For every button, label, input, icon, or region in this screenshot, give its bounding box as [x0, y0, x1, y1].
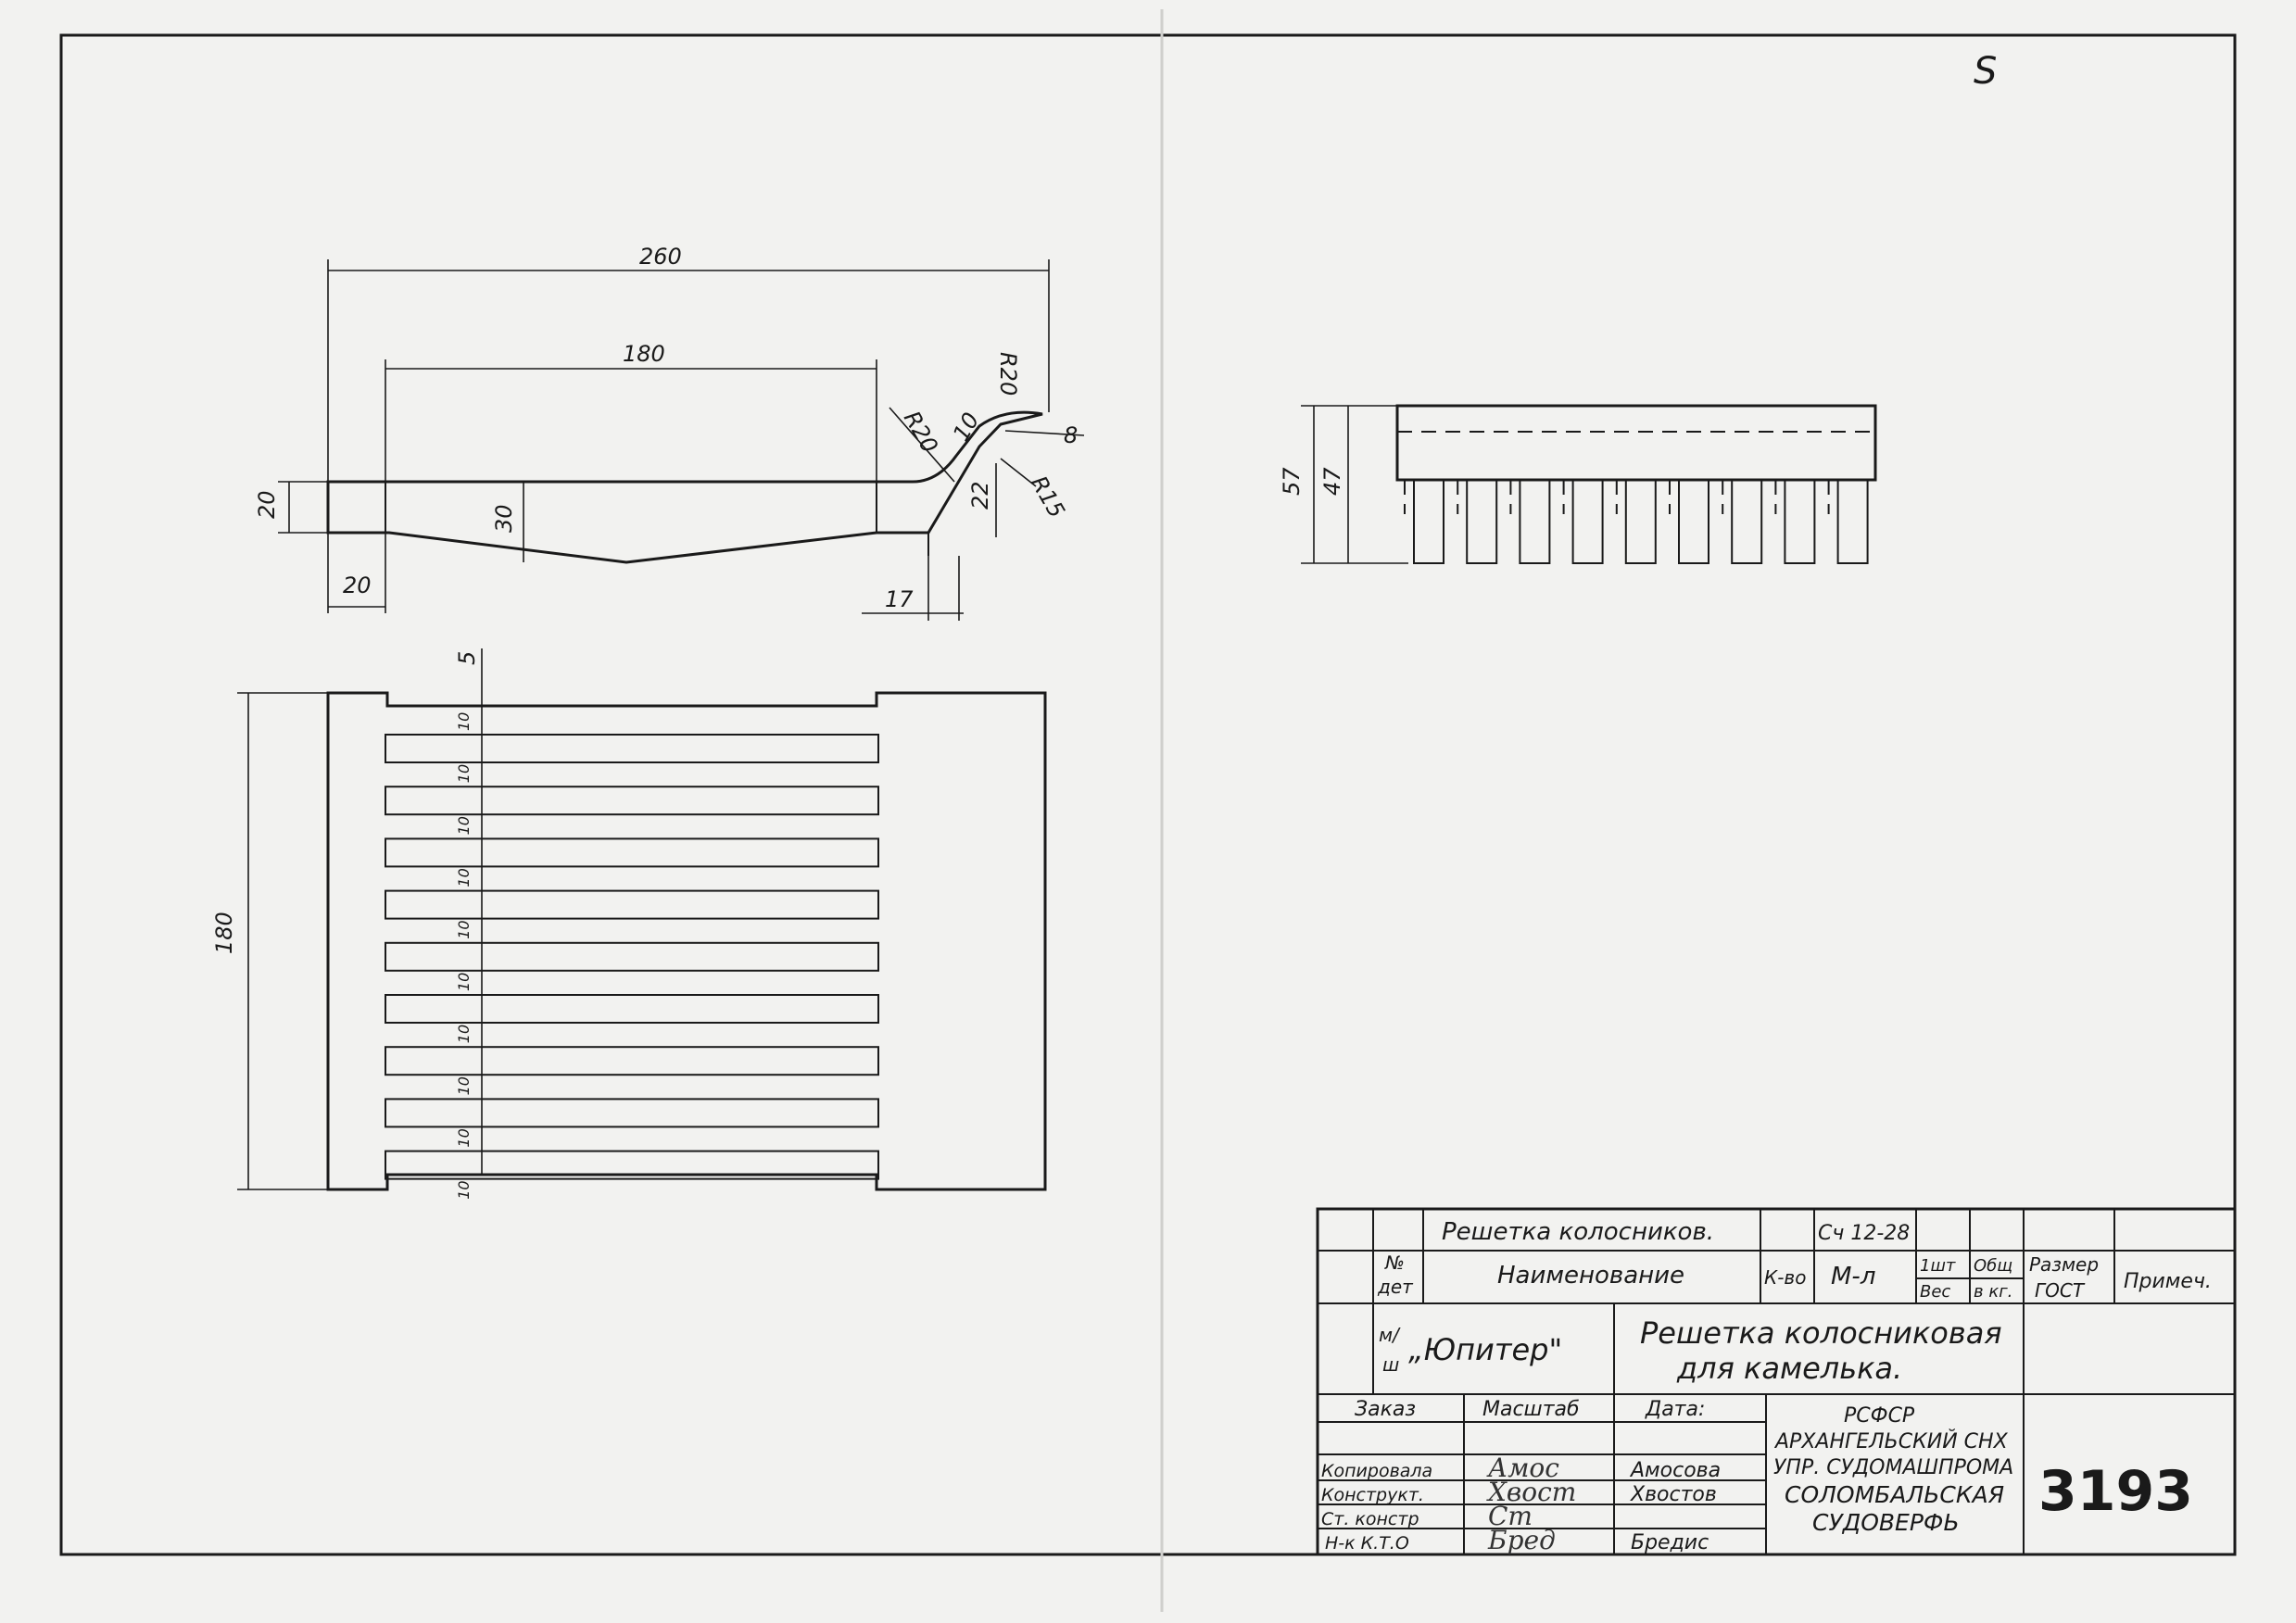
hdr-w2-top: Общ: [1974, 1256, 2012, 1276]
dim-r20-b: R20: [995, 352, 1021, 396]
name-copied: Амосова: [1629, 1459, 1721, 1482]
plan-view-gap-label: 10: [455, 1025, 473, 1043]
end-view-tooth: [1519, 479, 1551, 564]
plan-view-bar: [385, 1098, 879, 1128]
title-block: Решетка колосников. Сч 12-28 № дет Наиме…: [1316, 1207, 2237, 1556]
dim-180-top: 180: [623, 341, 665, 367]
sig-head: Бред: [1487, 1525, 1556, 1555]
role-copied: Копировала: [1321, 1461, 1432, 1481]
end-view-tooth: [1571, 479, 1604, 564]
hdr-w1-top: 1шт: [1920, 1256, 1956, 1276]
dim-r20-a: R20: [899, 407, 943, 458]
dim-8: 8: [1064, 422, 1078, 448]
plan-view-bar: [385, 1150, 879, 1180]
plan-view-bar: [385, 786, 879, 816]
end-view-tooth: [1678, 479, 1709, 564]
material: Сч 12-28: [1818, 1222, 1910, 1245]
dim-30: 30: [491, 504, 517, 533]
plan-view-gap-label: 10: [455, 764, 473, 783]
end-view-tooth: [1624, 479, 1657, 564]
dim-17: 17: [885, 586, 914, 612]
dim-260: 260: [639, 244, 682, 270]
ship-prefix-top: м/: [1379, 1324, 1401, 1346]
dim-57: 57: [1279, 467, 1305, 496]
sig-designer: Хвост: [1486, 1477, 1576, 1507]
plan-view-bar: [385, 734, 879, 763]
hdr-size-bot: ГОСТ: [2035, 1279, 2086, 1302]
end-view-tooth: [1413, 479, 1444, 564]
role-designer: Конструкт.: [1321, 1485, 1424, 1505]
corner-mark: S: [1974, 50, 1997, 93]
plan-view-gap-label: 10: [455, 973, 473, 991]
drawing-number: 3193: [2038, 1459, 2193, 1524]
plan-view-bar: [385, 1046, 879, 1076]
hdr-w2-bot: в кг.: [1974, 1282, 2012, 1302]
label-scale: Масштаб: [1482, 1398, 1580, 1421]
hdr-note: Примеч.: [2124, 1270, 2212, 1293]
plan-view-gap-label: 10: [455, 816, 473, 835]
name-head: Бредис: [1631, 1531, 1709, 1554]
plan-view-gap-label: 10: [455, 1076, 473, 1095]
dim-20-left: 20: [254, 490, 280, 519]
ship-name: „Юпитер": [1408, 1332, 1562, 1367]
sig-senior: Ст: [1488, 1501, 1533, 1531]
end-view-tooth: [1731, 479, 1763, 564]
org-line-3: УПР. СУДОМАШПРОМА: [1773, 1456, 2013, 1479]
org-line-1: РСФСР: [1844, 1404, 1915, 1428]
plan-view-gap-label: 10: [455, 1180, 473, 1199]
title-line-1: Решетка колосниковая: [1640, 1315, 2002, 1351]
end-view-tooth: [1836, 479, 1869, 564]
role-head: Н-к К.Т.О: [1325, 1533, 1409, 1554]
plan-view-bar: [385, 994, 879, 1024]
org-line-2: АРХАНГЕЛЬСКИЙ СНХ: [1773, 1429, 2009, 1453]
end-view: 57 47: [1279, 404, 1877, 564]
plan-view-gap-label: 10: [455, 712, 473, 731]
plan-view-gap-label: 10: [455, 920, 473, 938]
org-line-4: СОЛОМБАЛЬСКАЯ: [1785, 1481, 2004, 1508]
sheet-border: [59, 33, 2237, 1556]
plan-view-bar: [385, 889, 879, 920]
dim-10: 10: [948, 409, 985, 446]
plan-view: 10 10 10 10 10 10 10 10 10 10 180 5: [211, 648, 1047, 1200]
dim-20-bottom: 20: [343, 572, 372, 598]
side-view: 260 180 20 20 30 17 22 R20 R20 10 8: [254, 244, 1085, 621]
name-designer: Хвостов: [1630, 1483, 1717, 1506]
hdr-no: №: [1384, 1252, 1405, 1274]
hdr-qty: К-во: [1764, 1266, 1806, 1289]
dim-47: 47: [1319, 467, 1345, 496]
plan-view-gap-label: 10: [455, 1128, 473, 1147]
dim-r15: R15: [1026, 472, 1070, 522]
ship-prefix-bot: ш: [1382, 1353, 1399, 1376]
label-date: Дата:: [1645, 1398, 1705, 1421]
hdr-name: Наименование: [1497, 1262, 1684, 1290]
plan-view-bar: [385, 837, 879, 868]
sig-copied: Амос: [1486, 1453, 1559, 1483]
hdr-mat: М-л: [1831, 1263, 1875, 1290]
dim-5: 5: [454, 651, 480, 665]
role-senior: Ст. констр: [1321, 1509, 1419, 1529]
dim-22: 22: [967, 481, 993, 510]
plan-view-gap-label: 10: [455, 868, 473, 887]
plan-view-bar: [385, 941, 879, 972]
end-view-tooth: [1784, 479, 1816, 564]
hdr-w1-bot: Вес: [1920, 1282, 1950, 1302]
hdr-det: дет: [1377, 1276, 1414, 1298]
hdr-size-top: Размер: [2029, 1253, 2099, 1276]
part-name: Решетка колосников.: [1442, 1218, 1714, 1246]
label-order: Заказ: [1355, 1398, 1416, 1421]
dim-180-side: 180: [211, 912, 237, 954]
org-line-5: СУДОВЕРФЬ: [1812, 1509, 1960, 1536]
end-view-tooth: [1466, 479, 1498, 564]
title-line-2: для камелька.: [1676, 1351, 1902, 1386]
